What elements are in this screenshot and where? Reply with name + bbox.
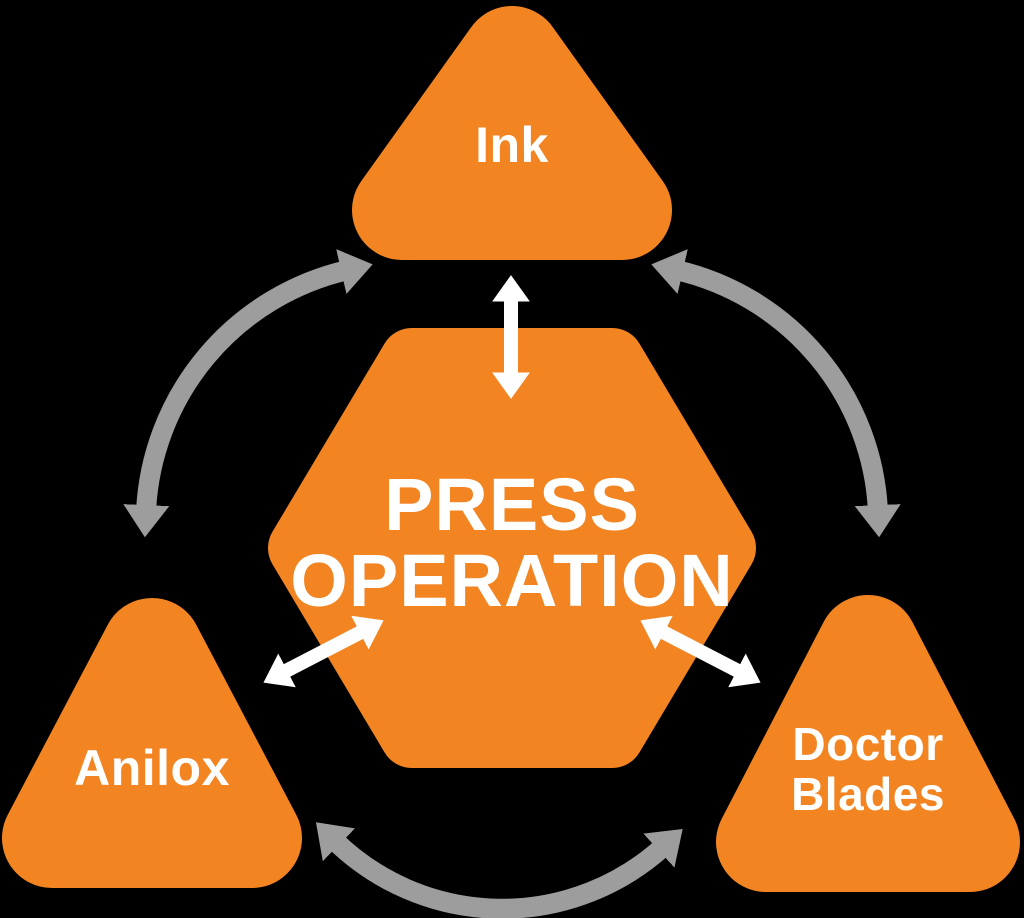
doctor-blades-label-line2: Blades bbox=[791, 768, 945, 820]
node-doctor-blades-shape bbox=[716, 595, 1020, 892]
node-ink-shape bbox=[352, 6, 672, 260]
anilox-label: Anilox bbox=[74, 740, 230, 796]
doctor-blades-label-line1: Doctor bbox=[792, 718, 943, 770]
cycle-arrow-ink-doctor-blades bbox=[651, 249, 901, 538]
cycle-arrow-ink-anilox bbox=[123, 249, 373, 538]
connector-arrow-press-doctor-blades bbox=[640, 615, 761, 688]
connector-arrow-press-anilox bbox=[263, 615, 384, 688]
node-anilox-shape bbox=[2, 598, 302, 888]
center-press-operation-shape bbox=[268, 328, 756, 768]
press-operation-label-line2: OPERATION bbox=[290, 539, 733, 622]
cycle-arrow-anilox-doctor-blades bbox=[315, 822, 683, 918]
ink-label: Ink bbox=[475, 117, 549, 173]
press-operation-label-line1: PRESS bbox=[384, 463, 640, 546]
